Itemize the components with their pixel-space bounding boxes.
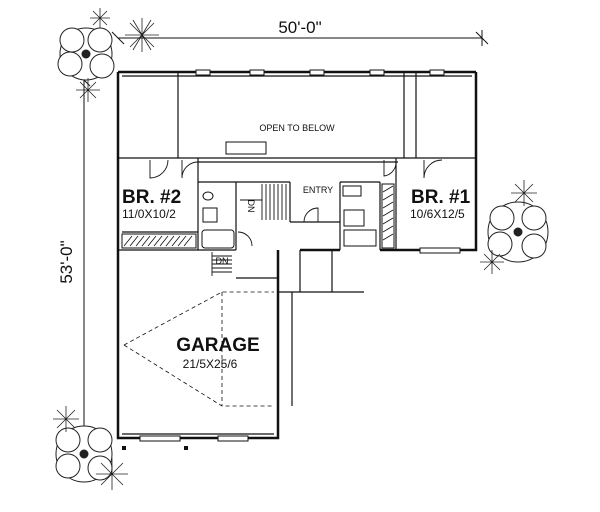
open-to-below-label: OPEN TO BELOW <box>259 123 335 133</box>
stairs-down-label-main: DN <box>246 200 256 213</box>
garage-posts <box>122 446 188 450</box>
garage-name: GARAGE <box>176 335 259 356</box>
stairs-down-label-garage: DN <box>216 256 229 266</box>
tree-bottom-left <box>55 425 113 483</box>
depth-dimension-label: 53'-0" <box>57 240 76 283</box>
br1-name: BR. #1 <box>411 187 471 208</box>
garage-roof-lines <box>123 291 274 407</box>
stairs-main <box>240 184 287 220</box>
bath-right <box>342 185 377 247</box>
tree-right <box>487 201 549 263</box>
bath-left <box>201 191 235 249</box>
dimension-depth <box>77 73 91 447</box>
windows <box>139 69 461 442</box>
doors <box>149 159 443 247</box>
dimension-width <box>111 30 489 46</box>
br2-name: BR. #2 <box>122 187 181 208</box>
shrub-top-1 <box>76 8 159 102</box>
br2-size: 11/0X10/2 <box>122 207 176 221</box>
stairs-garage <box>211 252 232 276</box>
br1-size: 10/6X12/5 <box>410 207 465 221</box>
br2-closet <box>121 233 197 249</box>
shrub-right <box>480 180 537 274</box>
tree-top-left <box>57 27 115 81</box>
br1-closet <box>381 183 395 249</box>
shrub-bottom-left <box>53 406 128 490</box>
garage-size: 21/5X25/6 <box>183 357 238 371</box>
interior-walls <box>118 72 476 435</box>
width-dimension-label: 50'-0" <box>278 18 321 37</box>
entry-label: ENTRY <box>303 185 333 195</box>
